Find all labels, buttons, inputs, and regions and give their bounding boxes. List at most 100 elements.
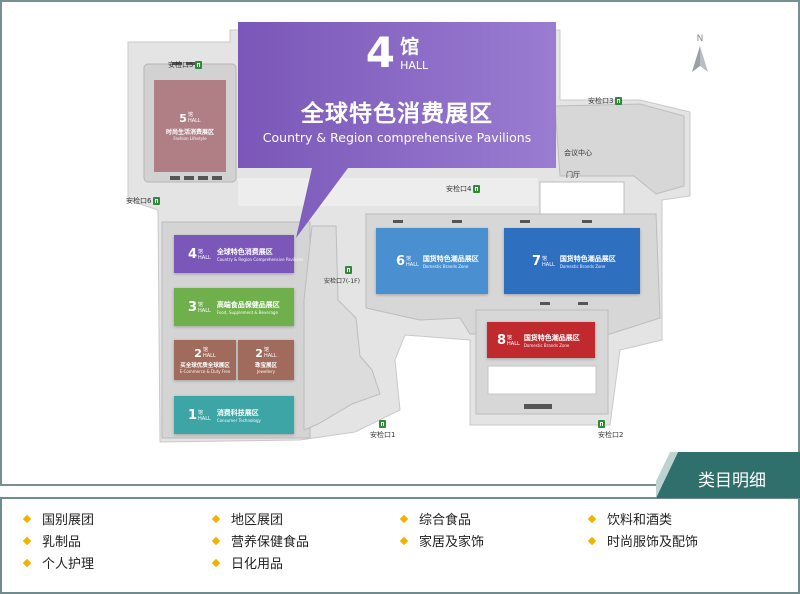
legend-item: 日化用品 (211, 553, 284, 572)
gate-6[interactable]: 安检口6 (126, 196, 161, 206)
hall-7-en-suffix: HALL (542, 261, 555, 268)
hall4-callout-shape (238, 22, 556, 238)
hall-5-en-suffix: HALL (187, 118, 201, 124)
legend-item: 时尚服饰及配饰 (587, 531, 698, 550)
bullet-icon (22, 558, 32, 567)
legend-title-tab (656, 452, 800, 498)
hall-7-name: 国货特色潮品展区 (559, 254, 616, 263)
hall-2a-number: 2 (194, 347, 202, 360)
hall-2b-en-suffix: HALL (263, 353, 277, 359)
hall-6-name: 国货特色潮品展区 (422, 254, 479, 263)
bullet-icon (211, 558, 221, 567)
gate-icon (598, 420, 605, 428)
bullet-icon (399, 514, 409, 523)
gate-2[interactable]: 安检口2 (598, 420, 623, 440)
hall-2b-number: 2 (255, 347, 263, 360)
legend-item-label: 地区展团 (231, 513, 284, 528)
legend-item-label: 个人护理 (42, 557, 95, 572)
legend-item-label: 国别展团 (42, 513, 95, 528)
hall-7-en: Domestic Brands Zone (559, 263, 606, 269)
legend-item: 个人护理 (22, 553, 95, 572)
hall-4-cn-suffix: 馆 (198, 248, 204, 255)
hall-2b-cn-suffix: 馆 (263, 347, 269, 353)
legend-title: 类目明细 (698, 471, 766, 491)
north-compass: N (688, 34, 712, 74)
legend-item-label: 综合食品 (419, 513, 472, 528)
hall-4-block[interactable]: 4 馆 HALL 全球特色消费展区 Country & Region Compr… (174, 235, 303, 273)
legend-item-label: 日化用品 (231, 557, 284, 572)
hall-4-number: 4 (188, 246, 198, 262)
venue-map: 4 馆 HALL 全球特色消费展区 Country & Region compr… (126, 22, 712, 443)
hall-3-block[interactable]: 3 馆 HALL 高端食品保健品展区 Food, Supplement & Be… (174, 288, 294, 326)
hall-8-number: 8 (497, 332, 507, 348)
courtyard (238, 178, 538, 206)
legend-item-label: 饮料和酒类 (607, 513, 673, 528)
gate-icon (473, 185, 481, 193)
hall-8-block[interactable]: 8 馆 HALL 国货特色潮品展区 Domestic Brands Zone (487, 322, 595, 358)
hall-6-en: Domestic Brands Zone (422, 263, 469, 269)
hall-5-cn-suffix: 馆 (187, 112, 193, 118)
gate-icon (379, 420, 387, 428)
hall-1-number: 1 (188, 407, 198, 423)
hall-2b-name: 珠宝展区 (254, 363, 277, 369)
legend-item: 乳制品 (22, 531, 81, 550)
callout-hall-en: HALL (400, 59, 429, 72)
gate-icon (344, 266, 352, 274)
hall-7-cn-suffix: 馆 (542, 255, 548, 262)
legend-item: 国别展团 (22, 509, 95, 528)
gate-house-label: 门厅 (566, 171, 580, 179)
hall-5-block[interactable]: 5 馆 HALL 时尚生活消费展区 Fashion Lifestyle (154, 80, 226, 172)
bullet-icon (399, 536, 409, 545)
hall-2b-en: Jewellery (256, 369, 276, 374)
gate-1-label: 安检口1 (370, 431, 396, 439)
bullet-icon (211, 536, 221, 545)
callout-hall-heading: 4 馆 HALL (238, 28, 556, 88)
gate-5[interactable]: 安检口5 (168, 60, 203, 70)
hall-1-en-suffix: HALL (198, 415, 211, 422)
hall-3-cn-suffix: 馆 (198, 301, 204, 308)
hall-4-en: Country & Region Comprehensive Pavilions (216, 256, 304, 262)
gate-3-label: 安检口3 (588, 97, 614, 105)
hall-6-block[interactable]: 6 馆 HALL 国货特色潮品展区 Domestic Brands Zone (376, 228, 488, 294)
hall-2-jewellery-block[interactable]: 2 馆 HALL 珠宝展区 Jewellery (238, 340, 294, 380)
hall-6-en-suffix: HALL (406, 261, 419, 268)
hall-4-name: 全球特色消费展区 (216, 247, 273, 256)
gate-icon (615, 97, 623, 105)
hall-3-name: 高端食品保健品展区 (216, 300, 280, 309)
hall-8-name: 国货特色潮品展区 (523, 333, 580, 342)
conference-building (554, 103, 685, 195)
legend-item: 营养保健食品 (211, 531, 309, 550)
hall-2a-en-suffix: HALL (202, 353, 216, 359)
gate-1[interactable]: 安检口1 (370, 420, 395, 440)
corridor (303, 225, 381, 431)
hall-1-cn-suffix: 馆 (198, 409, 204, 416)
callout-hall-number: 4 (365, 28, 396, 77)
hall-3-en-suffix: HALL (198, 307, 211, 314)
hall-2a-en: E-Commerce & Duty Free (179, 369, 231, 374)
hall-5-en: Fashion Lifestyle (173, 136, 207, 141)
gate-2-label: 安检口2 (598, 431, 624, 439)
hall-2-ecommerce-block[interactable]: 2 馆 HALL 买全球优质全球展区 E-Commerce & Duty Fre… (174, 340, 236, 380)
gate-3[interactable]: 安检口3 (588, 96, 623, 106)
legend-item-label: 家居及家饰 (419, 535, 485, 550)
gate-6-label: 安检口6 (126, 197, 152, 205)
hall-6-number: 6 (396, 253, 406, 269)
gate-icon (153, 197, 161, 205)
hall8-lower-hall (487, 365, 597, 395)
legend-item: 饮料和酒类 (587, 509, 673, 528)
legend-item: 家居及家饰 (399, 531, 485, 550)
hall-4-en-suffix: HALL (198, 254, 211, 261)
north-letter: N (696, 34, 704, 44)
hall-1-block[interactable]: 1 馆 HALL 消费科技展区 Consumer Technology (174, 396, 294, 434)
hall-7-block[interactable]: 7 馆 HALL 国货特色潮品展区 Domestic Brands Zone (504, 228, 640, 294)
bullet-icon (22, 514, 32, 523)
gate-5-label: 安检口5 (168, 61, 194, 69)
gate-7-label: 安检口7(-1F) (324, 278, 360, 285)
gate-4[interactable]: 安检口4 (446, 184, 481, 194)
hall-8-en: Domestic Brands Zone (523, 342, 570, 348)
legend-item: 综合食品 (399, 509, 472, 528)
callout-title-en: Country & Region comprehensive Pavilions (262, 130, 532, 145)
conference-center-label: 会议中心 (564, 149, 592, 157)
gate-7[interactable]: 安检口7(-1F) (324, 266, 360, 285)
callout-hall-cn: 馆 (400, 36, 420, 58)
